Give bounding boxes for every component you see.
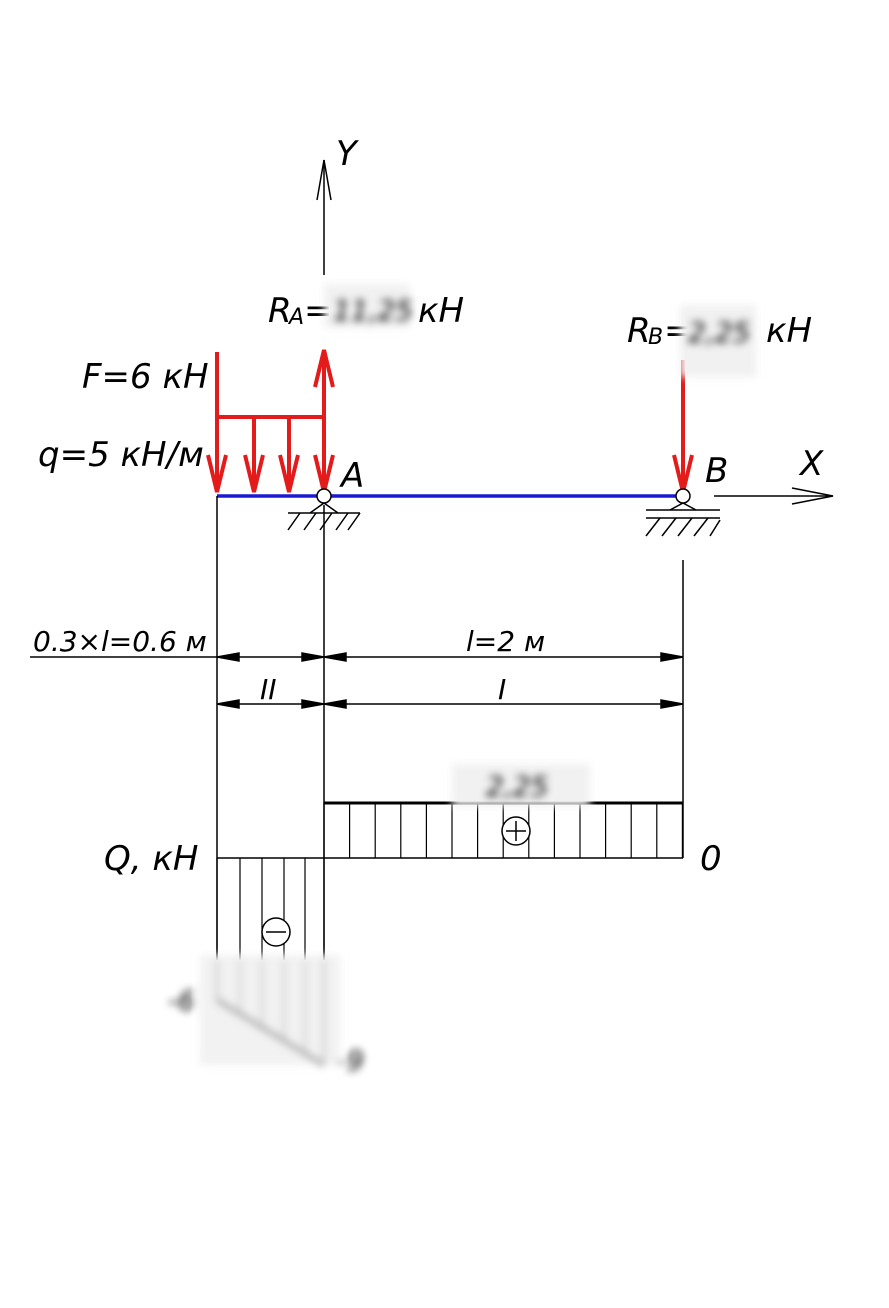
y-axis-label: Y xyxy=(336,134,359,174)
reaction-rb-value: 2,25 xyxy=(688,316,750,349)
section-i-label: I xyxy=(498,673,506,706)
force-f-label: F=6 кН xyxy=(82,357,209,397)
reaction-ra-arrow xyxy=(313,349,335,417)
reaction-rb-arrow xyxy=(672,360,694,493)
load-q-label: q=5 кН/м xyxy=(38,435,204,475)
shear-diagram-title: Q, кН xyxy=(104,839,198,879)
section-ii-label: II xyxy=(260,673,277,706)
svg-text:A: A xyxy=(287,305,304,330)
shear-negative-region: -6 -9 xyxy=(168,858,364,1077)
support-b xyxy=(645,488,721,537)
distributed-load-q xyxy=(217,415,335,493)
reaction-rb-label: R B = 2,25 кН xyxy=(627,305,812,377)
support-a xyxy=(287,488,361,531)
svg-text:кН: кН xyxy=(766,311,812,351)
plus-sign xyxy=(501,816,531,846)
svg-text:R: R xyxy=(268,291,292,331)
x-axis-label: X xyxy=(798,444,824,484)
svg-text:B: B xyxy=(648,325,663,350)
shear-left-top-value: -6 xyxy=(168,984,196,1017)
section-i-dimension xyxy=(323,699,684,709)
dimension-right-span-label: l=2 м xyxy=(466,625,545,658)
support-b-label: B xyxy=(705,451,728,491)
reaction-ra-label: R A = 11,25 кН xyxy=(268,284,464,331)
section-ii-dimension xyxy=(216,699,325,709)
shear-zero-label: 0 xyxy=(700,839,722,879)
shear-right-value: 2,25 xyxy=(486,770,548,803)
x-axis: X xyxy=(714,444,834,505)
shear-left-bottom-value: -9 xyxy=(336,1044,364,1077)
minus-sign xyxy=(261,917,291,947)
shear-negative-blurred: -6 -9 xyxy=(168,955,364,1077)
shear-positive-region: 2,25 xyxy=(323,764,684,859)
extension-lines xyxy=(216,496,684,960)
force-f-arrow xyxy=(206,352,228,493)
dimension-right-span xyxy=(323,652,684,662)
svg-text:кН: кН xyxy=(418,291,464,331)
y-axis: Y xyxy=(316,134,359,275)
dimension-left-span-label: 0.3×l=0.6 м xyxy=(33,625,207,658)
dimension-left-span xyxy=(30,652,325,662)
support-a-label: A xyxy=(339,456,364,496)
reaction-ra-value: 11,25 xyxy=(333,294,413,327)
svg-text:R: R xyxy=(627,311,651,351)
